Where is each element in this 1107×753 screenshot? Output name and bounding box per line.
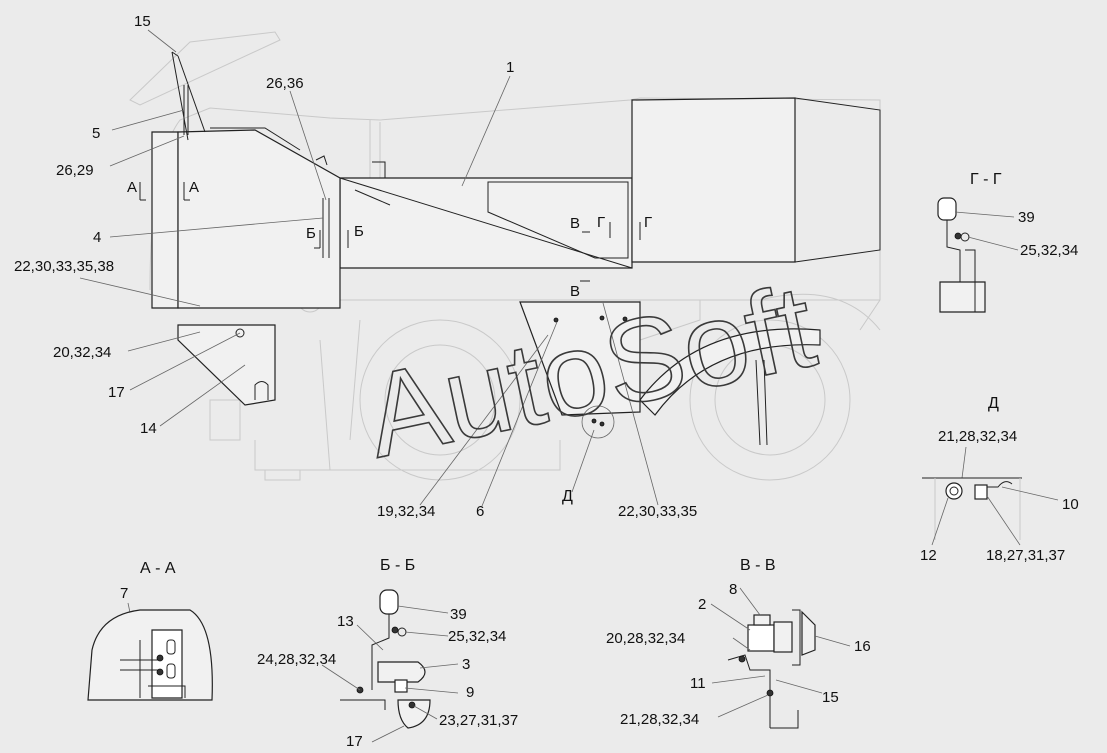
callout-5: 5 bbox=[92, 125, 100, 142]
view-d-label-12: 12 bbox=[920, 547, 937, 564]
machine-ghost-outline bbox=[129, 31, 881, 481]
view-d-label-10: 10 bbox=[1062, 496, 1079, 513]
view-v-label-2: 2 bbox=[698, 596, 706, 613]
view-b-label-9: 9 bbox=[466, 684, 474, 701]
section-mark-b-right: Б bbox=[354, 223, 364, 240]
callout-22-30-33-35-38: 22,30,33,35,38 bbox=[14, 258, 114, 275]
main-callouts: 1 15 5 26,29 26,36 4 22,30,33,35,38 20,3… bbox=[14, 13, 697, 520]
view-v-label-20-28-32-34: 20,28,32,34 bbox=[606, 630, 685, 647]
watermark-text: AutoSoft bbox=[355, 260, 825, 483]
view-d: Д 21,28,32,34 10 12 18,27,31,37 bbox=[920, 395, 1079, 564]
section-mark-g-right: Г bbox=[644, 214, 652, 231]
view-b-label-13: 13 bbox=[337, 613, 354, 630]
view-d-title: Д bbox=[988, 395, 999, 412]
view-v-v: В - В 8 2 20,28,32,34 16 11 15 21,28,32,… bbox=[606, 557, 871, 729]
view-b-label-39: 39 bbox=[450, 606, 467, 623]
wheel-fender bbox=[639, 328, 821, 416]
cover-window bbox=[487, 181, 629, 259]
view-v-label-21-28-32-34: 21,28,32,34 bbox=[620, 711, 699, 728]
callout-15: 15 bbox=[134, 13, 151, 30]
view-g-label-25-32-34: 25,32,34 bbox=[1020, 242, 1078, 259]
section-mark-a-left: А bbox=[127, 179, 137, 196]
watermark: AutoSoft bbox=[354, 259, 826, 484]
hood-strut bbox=[171, 51, 206, 141]
callout-1: 1 bbox=[506, 59, 514, 76]
view-a-a: А - А 7 bbox=[87, 560, 213, 701]
section-mark-v-bottom: В bbox=[570, 283, 580, 300]
callout-6: 6 bbox=[476, 503, 484, 520]
view-b-label-23-27-31-37: 23,27,31,37 bbox=[439, 712, 518, 729]
view-v-label-15: 15 bbox=[822, 689, 839, 706]
callout-22-30-33-35: 22,30,33,35 bbox=[618, 503, 697, 520]
section-mark-g-left: Г bbox=[597, 214, 605, 231]
view-v-label-11: 11 bbox=[690, 675, 706, 692]
view-v-v-title: В - В bbox=[740, 557, 776, 574]
view-g-label-39: 39 bbox=[1018, 209, 1035, 226]
section-mark-b-left: Б bbox=[306, 225, 316, 242]
callout-19-32-34: 19,32,34 bbox=[377, 503, 435, 520]
view-d-label-18-27-31-37: 18,27,31,37 bbox=[986, 547, 1065, 564]
hood-panel bbox=[151, 131, 179, 309]
lower-panel bbox=[177, 324, 276, 406]
view-b-b: Б - Б 39 13 25,32,34 24,28,32,34 3 9 23,… bbox=[257, 557, 518, 750]
callout-20-32-34: 20,32,34 bbox=[53, 344, 111, 361]
callout-4: 4 bbox=[93, 229, 101, 246]
detail-mark-d: Д bbox=[562, 488, 573, 505]
view-v-label-8: 8 bbox=[729, 581, 737, 598]
leader-lines bbox=[79, 29, 659, 507]
main-view bbox=[151, 51, 881, 446]
grain-tank bbox=[631, 97, 796, 263]
view-d-label-21-28-32-34: 21,28,32,34 bbox=[938, 428, 1017, 445]
section-mark-a-right: А bbox=[189, 179, 199, 196]
view-a-label-7: 7 bbox=[120, 585, 128, 602]
view-v-label-16: 16 bbox=[854, 638, 871, 655]
view-g-g-title: Г - Г bbox=[970, 171, 1002, 188]
view-g-g: Г - Г 39 25,32,34 bbox=[937, 171, 1078, 313]
view-b-b-title: Б - Б bbox=[380, 557, 415, 574]
view-b-label-24-28-32-34: 24,28,32,34 bbox=[257, 651, 336, 668]
callout-26-29: 26,29 bbox=[56, 162, 94, 179]
view-a-a-title: А - А bbox=[140, 560, 176, 577]
section-mark-v-top: В bbox=[570, 215, 580, 232]
view-b-label-25-32-34: 25,32,34 bbox=[448, 628, 506, 645]
callout-26-36: 26,36 bbox=[266, 75, 304, 92]
view-b-label-3: 3 bbox=[462, 656, 470, 673]
callout-17: 17 bbox=[108, 384, 125, 401]
view-b-label-17: 17 bbox=[346, 733, 363, 750]
callout-14: 14 bbox=[140, 420, 157, 437]
center-panel bbox=[519, 301, 641, 416]
